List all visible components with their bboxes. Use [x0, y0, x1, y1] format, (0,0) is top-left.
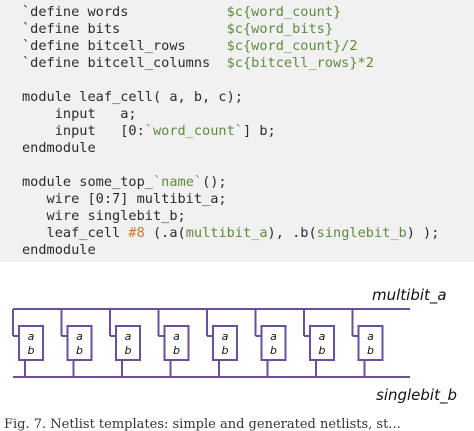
- code-token: singlebit_b: [316, 225, 407, 241]
- code-line: wire [0:7] multibit_a;: [22, 191, 474, 208]
- leaf-cell-box: [309, 325, 335, 361]
- code-token: wire [0:7] multibit_a;: [22, 191, 227, 207]
- code-token: endmodule: [22, 140, 96, 156]
- code-line: `define words $c{word_count}: [22, 4, 474, 21]
- leaf-cell-box: [66, 325, 93, 361]
- code-token: ();: [202, 174, 227, 190]
- code-token: `define bitcell_columns: [22, 55, 227, 71]
- code-token: `word_count`: [144, 123, 243, 139]
- code-line: [22, 72, 474, 89]
- cell-port-a: a: [270, 330, 277, 343]
- leaf-cell-box: [212, 325, 238, 361]
- code-token: wire singlebit_b;: [22, 208, 186, 224]
- bus-wires: [12, 308, 410, 378]
- cell-port-a: a: [28, 330, 35, 343]
- code-block: `define words $c{word_count}`define bits…: [0, 0, 474, 262]
- leaf-cell: ab: [66, 325, 93, 361]
- leaf-cell-diagram: multibit_a singlebit_b abababababababab …: [4, 286, 457, 431]
- leaf-cell-box: [163, 325, 190, 361]
- code-token: `name`: [152, 174, 203, 190]
- code-token: module some_top_: [22, 174, 153, 190]
- leaf-cell-box: [115, 325, 141, 361]
- cell-port-b: b: [173, 344, 180, 357]
- cell-port-b: b: [367, 344, 374, 357]
- cell-port-b: b: [319, 344, 326, 357]
- code-line: leaf_cell #8 (.a(multibit_a), .b(singleb…: [22, 225, 474, 242]
- figure-caption: Fig. 7. Netlist templates: simple and ge…: [4, 417, 401, 431]
- code-line: [22, 157, 474, 174]
- code-token: endmodule: [22, 242, 96, 258]
- code-token: `define words: [22, 4, 227, 20]
- leaf-cell-box: [357, 325, 384, 361]
- code-token: input a;: [22, 106, 137, 122]
- code-token: multibit_a: [185, 225, 268, 241]
- code-token: `define bits: [22, 21, 227, 37]
- code-line: module leaf_cell( a, b, c);: [22, 89, 474, 106]
- code-line: `define bitcell_columns $c{bitcell_rows}…: [22, 55, 474, 72]
- code-token: `define bitcell_rows: [22, 38, 227, 54]
- multibit-a-label: multibit_a: [372, 286, 447, 305]
- code-token: $c{bitcell_rows}*2: [226, 55, 374, 71]
- leaf-cell-box: [260, 325, 287, 361]
- leaf-cell: ab: [357, 325, 384, 361]
- code-line: input a;: [22, 106, 474, 123]
- code-token: $c{word_bits}: [226, 21, 334, 37]
- code-token: (.a(: [144, 225, 186, 241]
- leaf-cell: ab: [309, 325, 335, 361]
- cell-port-b: b: [76, 344, 83, 357]
- leaf-cell: ab: [18, 325, 44, 361]
- cell-port-b: b: [222, 344, 229, 357]
- code-token: $c{word_count}/2: [226, 38, 358, 54]
- cell-port-b: b: [270, 344, 277, 357]
- code-token: module leaf_cell( a, b, c);: [22, 89, 243, 105]
- cell-port-a: a: [367, 330, 374, 343]
- cell-port-a: a: [173, 330, 180, 343]
- code-token: $c{word_count}: [226, 4, 342, 20]
- leaf-cell: ab: [212, 325, 238, 361]
- code-token: ), .b(: [267, 225, 317, 241]
- code-line: endmodule: [22, 242, 474, 259]
- code-line: input [0:`word_count`] b;: [22, 123, 474, 140]
- cell-port-a: a: [222, 330, 229, 343]
- code-line: endmodule: [22, 140, 474, 157]
- code-token: #8: [128, 225, 145, 241]
- code-token: ] b;: [242, 123, 276, 139]
- cell-port-a: a: [319, 330, 326, 343]
- cell-port-a: a: [125, 330, 132, 343]
- leaf-cell: ab: [163, 325, 190, 361]
- code-token: ) );: [406, 225, 440, 241]
- code-line: `define bits $c{word_bits}: [22, 21, 474, 38]
- singlebit-b-label: singlebit_b: [376, 386, 457, 405]
- cell-port-b: b: [28, 344, 35, 357]
- code-token: leaf_cell: [22, 225, 129, 241]
- code-line: wire singlebit_b;: [22, 208, 474, 225]
- cell-port-b: b: [125, 344, 132, 357]
- cell-port-a: a: [76, 330, 83, 343]
- leaf-cell-box: [18, 325, 44, 361]
- leaf-cell: ab: [115, 325, 141, 361]
- code-line: module some_top_`name`();: [22, 174, 474, 191]
- code-token: input [0:: [22, 123, 145, 139]
- code-line: `define bitcell_rows $c{word_count}/2: [22, 38, 474, 55]
- leaf-cell: ab: [260, 325, 287, 361]
